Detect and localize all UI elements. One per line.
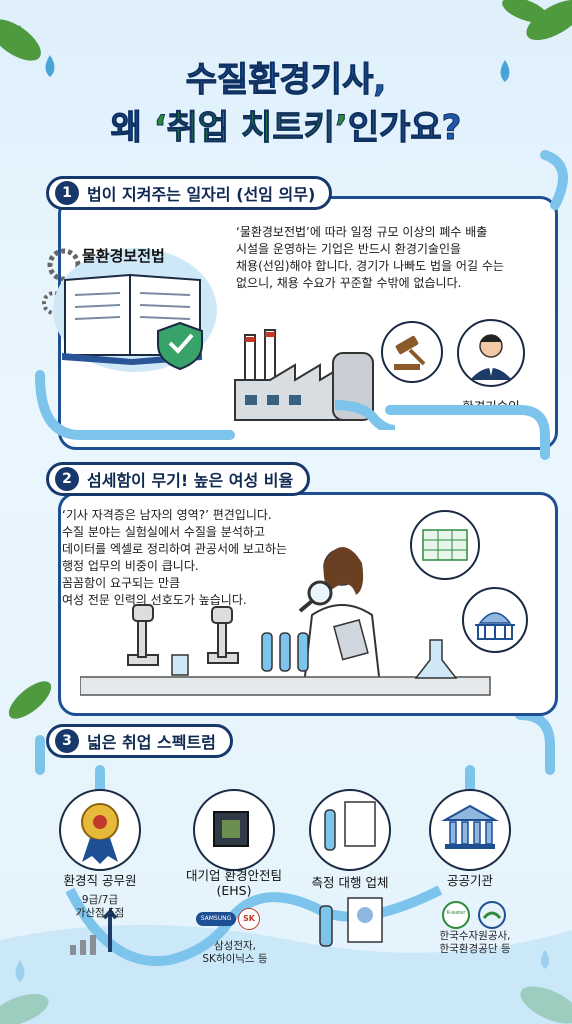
section2-number: 2 bbox=[55, 467, 79, 491]
section2-line: 데이터를 엑셀로 정리하여 관공서에 보고하는 bbox=[62, 542, 288, 556]
section3-heading: 3 넓은 취업 스펙트럼 bbox=[46, 724, 233, 758]
job-label-measurement: 측정 대행 업체 bbox=[311, 875, 389, 890]
section3-number: 3 bbox=[55, 729, 79, 753]
job-sub-line: 한국환경공단 등 bbox=[439, 943, 511, 955]
section1-line: ‘물환경보전법’에 따라 일정 규모 이상의 폐수 배출 bbox=[236, 225, 488, 239]
job-sub-line: 가산점 5점 bbox=[75, 907, 125, 919]
page-title-line1: 수질환경기사, bbox=[185, 60, 387, 101]
job-label-ehs: 대기업 환경안전팀 (EHS) bbox=[174, 868, 294, 898]
job-label-ehs-line2: (EHS) bbox=[216, 883, 252, 898]
section1-body: ‘물환경보전법’에 따라 일정 규모 이상의 폐수 배출 시설을 운영하는 기업… bbox=[236, 224, 536, 292]
section1-heading-text: 법이 지켜주는 일자리 (선임 의무) bbox=[87, 185, 316, 204]
person-icon bbox=[457, 319, 525, 387]
law-book-icon bbox=[42, 248, 217, 372]
section3-icons bbox=[59, 789, 511, 967]
title-part-c: 인가요? bbox=[347, 108, 462, 149]
section1-number: 1 bbox=[55, 181, 79, 205]
section1-heading: 1 법이 지켜주는 일자리 (선임 의무) bbox=[46, 176, 333, 210]
job-sub-line: 한국수자원공사, bbox=[439, 930, 511, 942]
section3-heading-text: 넓은 취업 스펙트럼 bbox=[87, 733, 216, 752]
section2-heading: 2 섬세함이 무기! 높은 여성 비율 bbox=[46, 462, 311, 496]
section1-line: 없으니, 채용 수요가 꾸준할 수밖에 없습니다. bbox=[236, 276, 462, 290]
title-part-a: 왜 bbox=[110, 108, 154, 149]
section2-heading-text: 섬세함이 무기! 높은 여성 비율 bbox=[87, 471, 294, 490]
job-sub-civil-servant: 9급/7급 가산점 5점 bbox=[70, 894, 130, 920]
job-sub-ehs: 삼성전자, SK하이닉스 등 bbox=[180, 940, 290, 966]
kwater-logo: K-water bbox=[446, 910, 466, 916]
gavel-icon bbox=[381, 321, 443, 383]
section2-line: ‘기사 자격증은 남자의 영역?’ 편견입니다. bbox=[62, 508, 272, 522]
section1-line: 시설을 운영하는 기업은 반드시 환경기술인을 bbox=[236, 242, 462, 256]
job-label-public-agency: 공공기관 bbox=[446, 873, 493, 888]
job-sub-line: 삼성전자, bbox=[214, 940, 256, 952]
section2-line: 여성 전문 인력의 선호도가 높습니다. bbox=[62, 593, 247, 607]
factory-icon bbox=[234, 329, 395, 430]
book-label: 물환경보전법 bbox=[82, 247, 165, 265]
section2-line: 꼼꼼함이 요구되는 만큼 bbox=[62, 576, 181, 590]
section2-line: 행정 업무의 비중이 큽니다. bbox=[62, 559, 199, 573]
job-sub-public-agency: 한국수자원공사, 한국환경공단 등 bbox=[425, 930, 525, 956]
section2-line: 수질 분야는 실험실에서 수질을 분석하고 bbox=[62, 525, 265, 539]
lab-scientist-illustration bbox=[80, 510, 528, 696]
job-label-ehs-line1: 대기업 환경안전팀 bbox=[186, 868, 282, 883]
job-sub-line: SK하이닉스 등 bbox=[202, 953, 268, 965]
job-label-civil-servant: 환경직 공무원 bbox=[63, 873, 137, 888]
page-title-line2: 왜 ‘취업 치트키’인가요? bbox=[0, 100, 572, 149]
sk-logo: SK bbox=[238, 908, 260, 930]
section2-body: ‘기사 자격증은 남자의 영역?’ 편견입니다. 수질 분야는 실험실에서 수질… bbox=[62, 507, 342, 609]
title-highlight: ‘취업 치트키’ bbox=[153, 108, 348, 149]
samsung-logo: SAMSUNG bbox=[196, 912, 236, 926]
job-sub-line: 9급/7급 bbox=[81, 894, 119, 906]
section1-line: 채용(선임)해야 합니다. 경기가 나빠도 법을 어길 수는 bbox=[236, 259, 504, 273]
